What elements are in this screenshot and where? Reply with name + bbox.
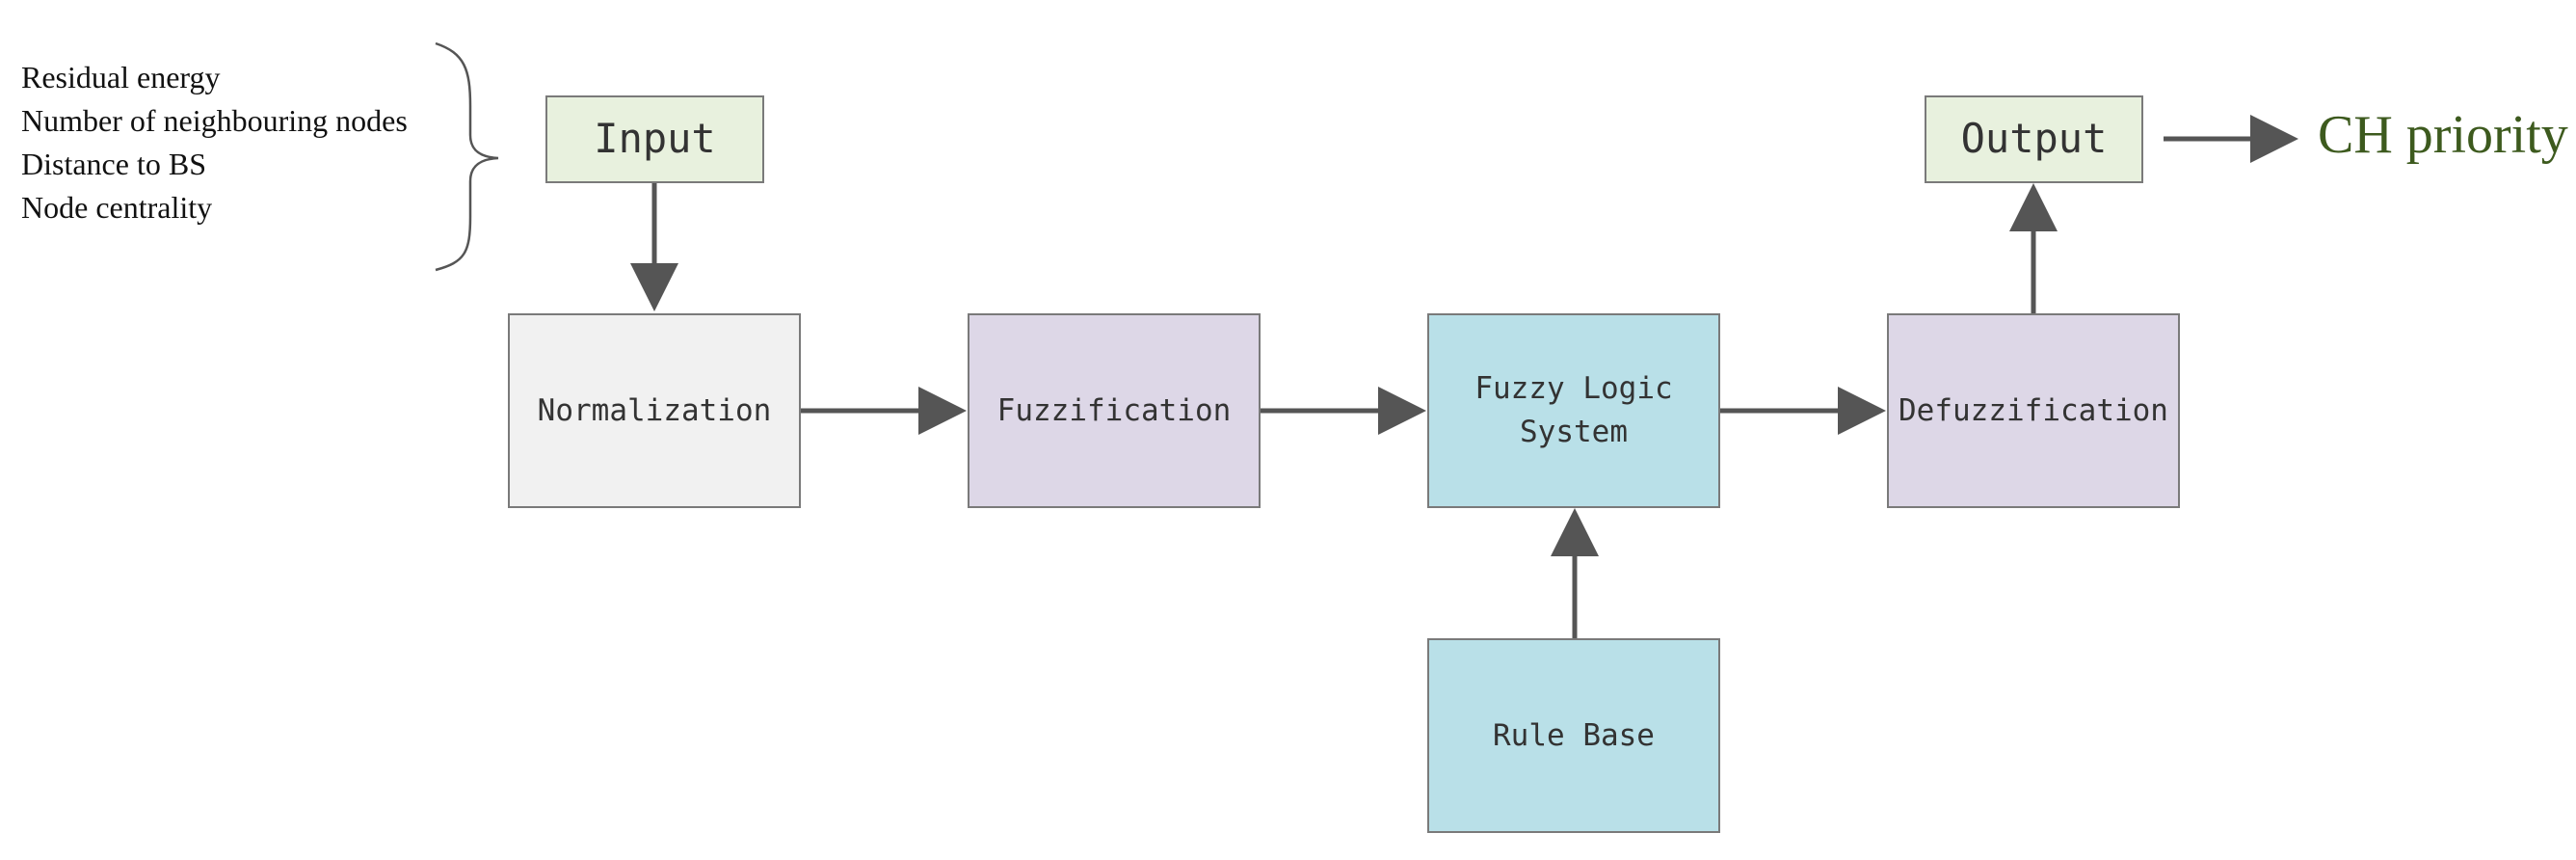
defuzzification-box: Defuzzification <box>1887 313 2180 508</box>
input-parameter: Residual energy <box>21 60 221 94</box>
normalization-box: Normalization <box>508 313 801 508</box>
fuzzy-logic-system-box: Fuzzy Logic System <box>1427 313 1720 508</box>
defuzzification-label: Defuzzification <box>1899 392 2168 428</box>
output-label: Output <box>1960 115 2108 163</box>
input-parameter: Node centrality <box>21 190 213 225</box>
input-box: Input <box>545 95 764 183</box>
fuzzy-logic-system-label: Fuzzy Logic System <box>1474 371 1673 449</box>
output-box: Output <box>1925 95 2143 183</box>
fuzzification-label: Fuzzification <box>996 392 1232 428</box>
fuzzification-box: Fuzzification <box>968 313 1261 508</box>
input-parameter: Number of neighbouring nodes <box>21 103 408 138</box>
rule-base-box: Rule Base <box>1427 638 1720 833</box>
input-label: Input <box>594 115 716 163</box>
ch-priority-label: CH priority <box>2318 105 2568 165</box>
input-parameter-list: Residual energy Number of neighbouring n… <box>21 56 408 229</box>
rule-base-label: Rule Base <box>1493 717 1655 753</box>
input-brace <box>435 41 499 272</box>
input-parameter: Distance to BS <box>21 147 206 181</box>
normalization-label: Normalization <box>537 392 772 428</box>
